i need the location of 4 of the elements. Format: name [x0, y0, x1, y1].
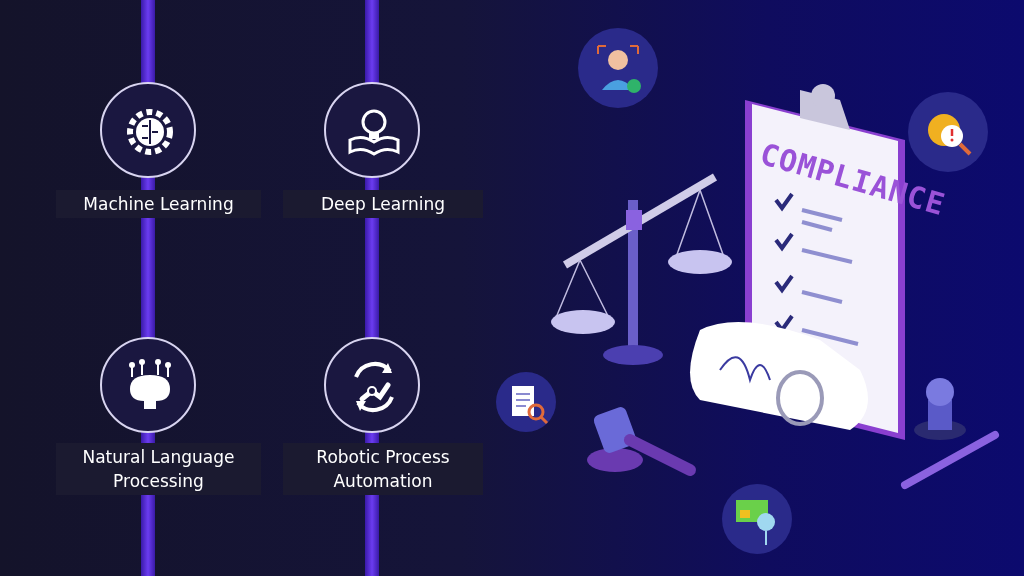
topic-label: Deep Learning [283, 190, 483, 218]
topic-label: Robotic Process Automation [283, 443, 483, 495]
topic-label: Machine Learning [56, 190, 261, 218]
topic-label: Natural Language Processing [56, 443, 261, 495]
